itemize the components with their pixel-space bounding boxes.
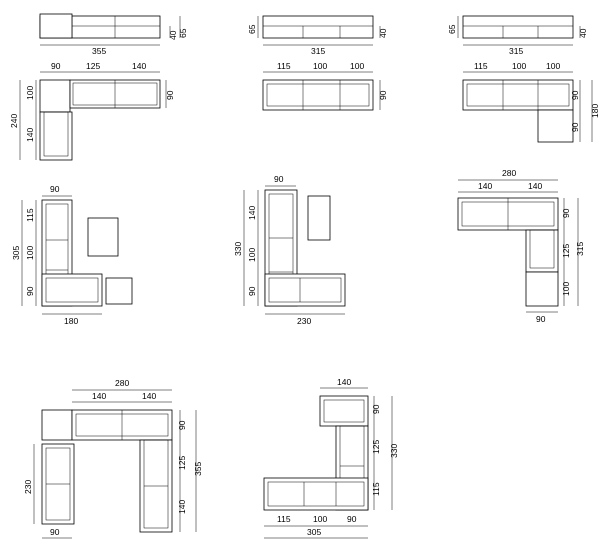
layout-4-bottom-label: 180 [64, 316, 78, 326]
layout-4-left-seg-2: 100 [25, 246, 35, 260]
layout-6-top-seg-2: 140 [528, 181, 542, 191]
layout-5-left-seg-2: 100 [247, 248, 257, 262]
layout-4-left-seg-1: 115 [25, 208, 35, 222]
layout-3-top-seg-2: 100 [512, 61, 526, 71]
layout-1-left-total: 240 [9, 114, 19, 128]
layout-2-elevation: 65 40 315 [247, 15, 388, 56]
layout-8-right-seg-1: 90 [371, 404, 381, 414]
layout-5-left-seg-1: 140 [247, 206, 257, 220]
layout-8: 140 90 125 115 330 115 100 90 305 [263, 377, 399, 539]
layout-2-top-seg-3: 100 [350, 61, 364, 71]
layout-2-plan: 115 100 100 90 [262, 61, 388, 111]
layout-4-top-label: 90 [50, 184, 60, 194]
layout-3-back-height: 65 [447, 24, 457, 34]
layout-1: 40 65 355 90 125 140 100 140 240 90 [9, 13, 188, 161]
layout-7-top-seg-2: 140 [142, 391, 156, 401]
layout-6-bottom-label: 90 [536, 314, 546, 324]
layout-4-ottoman [105, 277, 133, 305]
layout-2-top-seg-2: 100 [313, 61, 327, 71]
layout-1-left-seg-1: 100 [25, 86, 35, 100]
layout-2-top-seg-1: 115 [277, 61, 291, 71]
layout-3-right-seg-1: 90 [570, 90, 580, 100]
layout-7: 280 140 140 230 90 125 140 355 90 [23, 378, 203, 539]
layout-6-right-seg-2: 125 [561, 244, 571, 258]
layout-5-top-label: 90 [274, 174, 284, 184]
layout-7-right-seg-1: 90 [177, 420, 187, 430]
layout-7-right-seg-3: 140 [177, 500, 187, 514]
layout-3-elevation: 65 40 315 [447, 15, 588, 56]
layout-7-top-seg-1: 140 [92, 391, 106, 401]
layout-8-bottom-total: 305 [307, 527, 321, 537]
layout-3-top-seg-1: 115 [474, 61, 488, 71]
layout-6-right-seg-3: 100 [561, 282, 571, 296]
layout-1-top-seg-1: 90 [51, 61, 61, 71]
layout-1-right-label: 90 [165, 90, 175, 100]
layout-4: 90 115 100 90 305 180 [11, 184, 133, 326]
layout-1-back-height: 65 [178, 28, 188, 38]
layout-7-right-total: 355 [193, 462, 203, 476]
layout-3-seat-height: 40 [578, 28, 588, 38]
layout-3: 65 40 315 115 100 100 90 90 180 [447, 15, 600, 143]
layout-5-table [307, 195, 331, 241]
layout-2-seat-height: 40 [378, 28, 388, 38]
layout-7-bottom-label: 90 [50, 527, 60, 537]
layout-5: 90 140 100 90 330 230 [233, 174, 346, 326]
layout-3-right-seg-2: 90 [570, 122, 580, 132]
layout-3-plan: 115 100 100 90 90 180 [462, 61, 600, 143]
layout-6-right-total: 315 [575, 242, 585, 256]
layout-7-left-label: 230 [23, 480, 33, 494]
layout-8-right-total: 330 [389, 444, 399, 458]
layout-6-top-seg-1: 140 [478, 181, 492, 191]
layout-3-length-label: 315 [509, 46, 523, 56]
layout-6: 280 140 140 90 125 100 315 90 [457, 168, 585, 324]
layout-8-bottom-seg-2: 100 [313, 514, 327, 524]
layout-1-top-seg-3: 140 [132, 61, 146, 71]
layout-1-left-seg-2: 140 [25, 128, 35, 142]
layout-5-left-seg-3: 90 [247, 286, 257, 296]
layout-2-right-label: 90 [378, 90, 388, 100]
layout-8-right-seg-2: 125 [371, 440, 381, 454]
layout-6-right-seg-1: 90 [561, 208, 571, 218]
layout-1-length-label: 355 [92, 46, 106, 56]
layout-7-top-total: 280 [115, 378, 129, 388]
layout-4-left-total: 305 [11, 246, 21, 260]
layout-7-right-seg-2: 125 [177, 456, 187, 470]
layout-7-ottoman [41, 409, 73, 441]
layout-1-plan: 90 125 140 100 140 240 90 [9, 61, 175, 161]
layout-1-elevation: 40 65 355 [39, 13, 188, 56]
layout-5-left-total: 330 [233, 242, 243, 256]
layout-4-left-seg-3: 90 [25, 286, 35, 296]
layout-2-length-label: 315 [311, 46, 325, 56]
layout-2-back-height: 65 [247, 24, 257, 34]
layout-5-bottom-label: 230 [297, 316, 311, 326]
layout-3-right-total: 180 [590, 104, 600, 118]
layout-8-top-label: 140 [337, 377, 351, 387]
layout-8-bottom-seg-3: 90 [347, 514, 357, 524]
layout-8-bottom-seg-1: 115 [277, 514, 291, 524]
layout-4-table [87, 217, 119, 257]
layout-2: 65 40 315 115 100 100 90 [247, 15, 388, 111]
layout-1-top-seg-2: 125 [86, 61, 100, 71]
layout-8-right-seg-3: 115 [371, 482, 381, 496]
layout-1-seat-height: 40 [168, 30, 178, 40]
layout-3-top-seg-3: 100 [546, 61, 560, 71]
layout-6-top-total: 280 [502, 168, 516, 178]
